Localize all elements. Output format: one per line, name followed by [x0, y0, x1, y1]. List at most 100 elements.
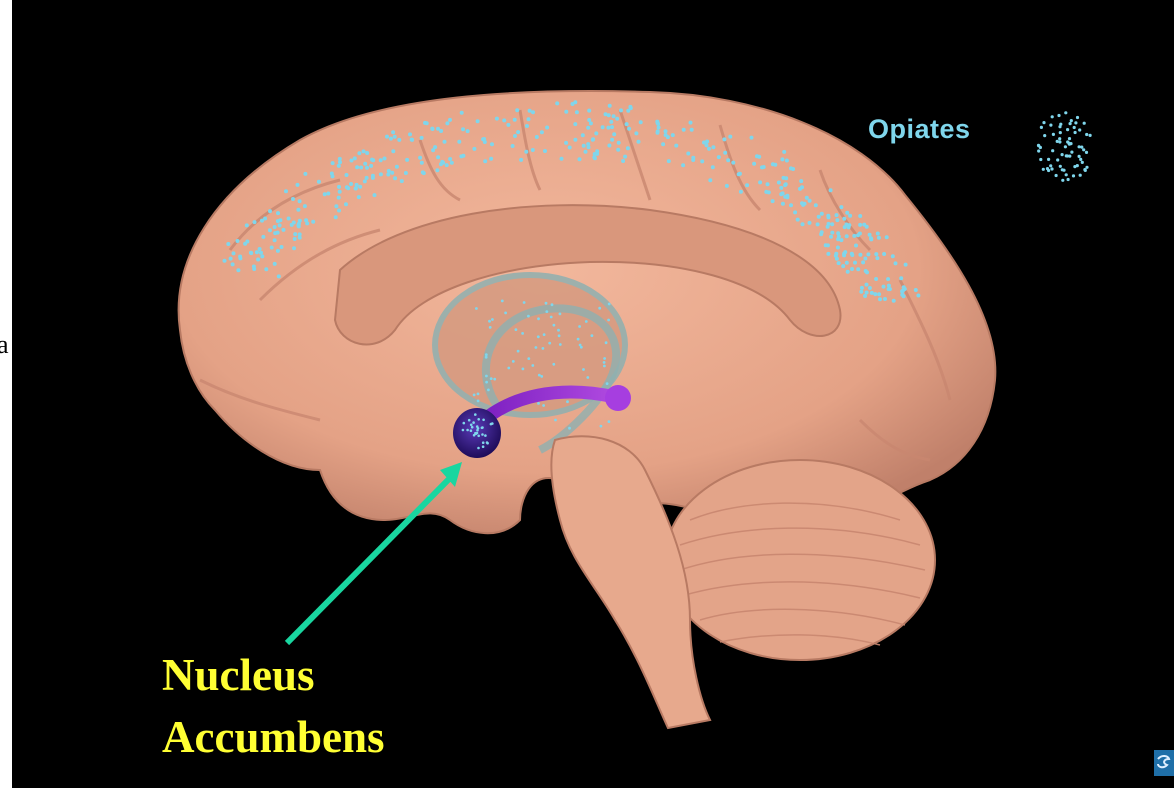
opiate-dot — [1046, 167, 1049, 170]
opiate-dot — [477, 393, 480, 396]
opiate-dot — [606, 382, 609, 385]
opiate-dot — [270, 246, 274, 250]
opiate-dot — [903, 287, 907, 291]
opiate-dot — [834, 252, 838, 256]
opiate-dot — [1069, 122, 1072, 125]
opiate-dot — [591, 334, 594, 337]
callout-line-2: Accumbens — [162, 706, 385, 768]
opiate-dot — [845, 234, 849, 238]
opiate-dot — [386, 173, 390, 177]
opiate-dot — [842, 217, 846, 221]
opiate-dot — [502, 118, 506, 122]
opiate-dot — [477, 427, 480, 430]
opiate-dot — [527, 315, 530, 318]
opiate-dot — [584, 150, 588, 154]
opiate-dot — [420, 161, 424, 165]
opiate-dot — [839, 238, 843, 242]
opiate-dot — [773, 163, 777, 167]
opiate-dot — [450, 161, 454, 165]
opiate-dot — [408, 132, 412, 136]
opiate-dot — [1061, 153, 1064, 156]
opiate-dot — [365, 176, 369, 180]
opiate-dot — [1076, 164, 1079, 167]
opiate-dot — [258, 247, 262, 251]
opiate-dot — [782, 176, 786, 180]
opiate-dot — [540, 375, 543, 378]
opiate-dot — [860, 286, 864, 290]
opiate-dot — [1056, 140, 1059, 143]
opiate-dot — [238, 256, 242, 260]
opiate-dot — [420, 136, 424, 140]
opiate-dot — [1073, 126, 1076, 129]
opiate-dot — [298, 236, 302, 240]
opiate-dot — [608, 104, 612, 108]
callout-line-1: Nucleus — [162, 644, 385, 706]
opiate-dot — [863, 257, 867, 261]
opiate-dot — [331, 161, 335, 165]
opiate-dot — [391, 130, 395, 134]
opiate-dot — [661, 142, 665, 146]
opiate-dot — [493, 378, 496, 381]
opiate-dot — [311, 220, 315, 224]
opiate-dot — [758, 180, 762, 184]
opiate-dot — [914, 288, 918, 292]
opiate-dot — [885, 235, 889, 239]
opiate-dot — [1084, 169, 1087, 172]
opiate-dot — [264, 267, 268, 271]
opiate-dot — [1079, 174, 1082, 177]
opiate-dot — [290, 223, 294, 227]
opiate-dot — [605, 341, 608, 344]
opiate-dot — [826, 243, 830, 247]
opiate-dot — [537, 402, 540, 405]
opiate-dot — [338, 160, 342, 164]
opiate-dot — [637, 140, 641, 144]
opiate-dot — [858, 223, 862, 227]
opiate-dot — [355, 183, 359, 187]
opiate-dot — [639, 120, 643, 124]
opiate-dot — [471, 426, 474, 429]
opiate-dot — [608, 303, 611, 306]
opiate-dot — [585, 320, 588, 323]
opiate-dot — [858, 253, 862, 257]
opiate-dot — [504, 312, 507, 315]
opiate-dot — [866, 252, 870, 256]
opiate-dot — [393, 135, 397, 139]
opiate-dot — [338, 190, 342, 194]
opiate-dot — [486, 442, 489, 445]
opiate-dot — [346, 186, 350, 190]
opiate-dot — [690, 128, 694, 132]
opiate-dot — [506, 123, 510, 127]
opiate-dot — [477, 435, 480, 438]
opiate-dot — [1059, 165, 1062, 168]
opiate-dot — [369, 164, 373, 168]
opiate-dot — [513, 134, 517, 138]
opiate-dot — [430, 127, 434, 131]
opiate-dot — [1072, 174, 1075, 177]
opiate-dot — [835, 213, 839, 217]
opiate-dot — [1042, 168, 1045, 171]
opiate-dot — [383, 157, 387, 161]
opiate-dot — [337, 185, 341, 189]
opiate-dot — [711, 145, 715, 149]
opiate-dot — [524, 150, 528, 154]
opiate-dot — [1037, 149, 1040, 152]
opiate-dot — [337, 164, 341, 168]
opiate-dot — [560, 157, 564, 161]
opiate-dot — [521, 332, 524, 335]
opiate-dot — [357, 195, 361, 199]
opiate-dot — [226, 242, 230, 246]
opiate-dot — [338, 157, 342, 161]
opiate-dot — [354, 187, 358, 191]
opiate-dot — [359, 166, 363, 170]
opiate-dot — [671, 133, 675, 137]
opiate-dot — [557, 329, 560, 332]
opiate-dot — [491, 318, 494, 321]
opiate-dot — [856, 233, 860, 237]
opiate-dot — [485, 356, 488, 359]
opiate-dot — [552, 363, 555, 366]
opiate-dot — [841, 264, 845, 268]
opiate-dot — [829, 188, 833, 192]
opiate-dot — [827, 222, 831, 226]
opiate-dot — [856, 267, 860, 271]
opiate-dot — [865, 291, 869, 295]
